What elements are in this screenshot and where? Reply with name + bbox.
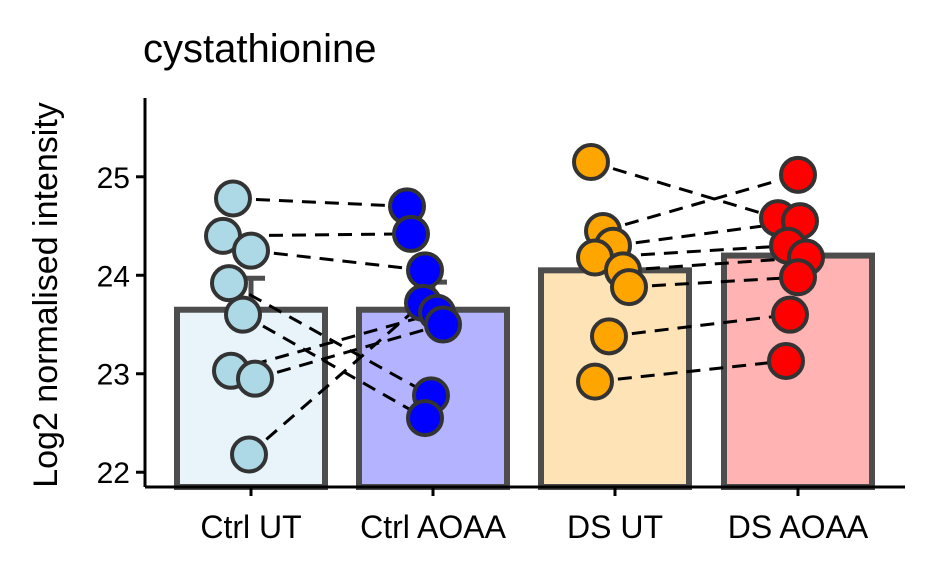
pair-line-9 bbox=[602, 173, 799, 233]
data-point-0-6 bbox=[236, 359, 274, 398]
data-point-2-6 bbox=[590, 317, 628, 356]
pair-line-5 bbox=[230, 311, 438, 373]
data-point-0-7 bbox=[230, 435, 268, 474]
data-point-2-5 bbox=[610, 268, 648, 307]
y-tick-label-1: 23 bbox=[97, 359, 130, 392]
x-tick-label-2: DS UT bbox=[567, 509, 663, 545]
y-tick-label-2: 24 bbox=[97, 260, 130, 293]
points-layer bbox=[204, 143, 825, 474]
data-point-0-2 bbox=[232, 231, 270, 270]
x-tick-label-1: Ctrl AOAA bbox=[360, 509, 506, 545]
pair-line-4 bbox=[242, 313, 426, 420]
pair-line-7 bbox=[248, 301, 424, 456]
bar-2 bbox=[538, 267, 692, 490]
data-point-2-0 bbox=[572, 143, 610, 182]
pair-line-10 bbox=[612, 219, 801, 248]
pair-line-6 bbox=[254, 323, 444, 381]
pair-line-3 bbox=[228, 281, 432, 397]
x-tick-label-3: DS AOAA bbox=[728, 509, 869, 545]
data-point-2-7 bbox=[576, 362, 614, 401]
data-point-0-4 bbox=[224, 295, 262, 334]
data-point-3-6 bbox=[771, 295, 809, 334]
y-axis-label: Log2 normalised intensity bbox=[27, 102, 65, 488]
chart-title: cystathionine bbox=[143, 27, 376, 71]
data-point-1-7 bbox=[406, 399, 444, 438]
x-tick-label-0: Ctrl UT bbox=[200, 509, 301, 545]
data-point-3-7 bbox=[767, 341, 805, 380]
data-point-1-2 bbox=[406, 251, 444, 290]
y-tick-label-3: 25 bbox=[97, 162, 130, 195]
data-point-0-3 bbox=[210, 264, 248, 303]
pair-line-15 bbox=[594, 359, 787, 384]
pair-line-8 bbox=[590, 160, 779, 220]
data-point-3-0 bbox=[779, 155, 817, 194]
pair-line-0 bbox=[232, 196, 408, 208]
pair-line-14 bbox=[608, 313, 791, 338]
pair-line-12 bbox=[622, 256, 807, 272]
y-tick-label-0: 22 bbox=[97, 457, 130, 490]
pair-line-2 bbox=[250, 249, 426, 272]
pair-line-13 bbox=[628, 275, 799, 289]
paired-lines-layer bbox=[222, 160, 807, 456]
data-point-1-1 bbox=[392, 214, 430, 253]
data-point-0-0 bbox=[214, 179, 252, 218]
data-point-1-5 bbox=[424, 305, 462, 344]
data-point-3-5 bbox=[779, 258, 817, 297]
